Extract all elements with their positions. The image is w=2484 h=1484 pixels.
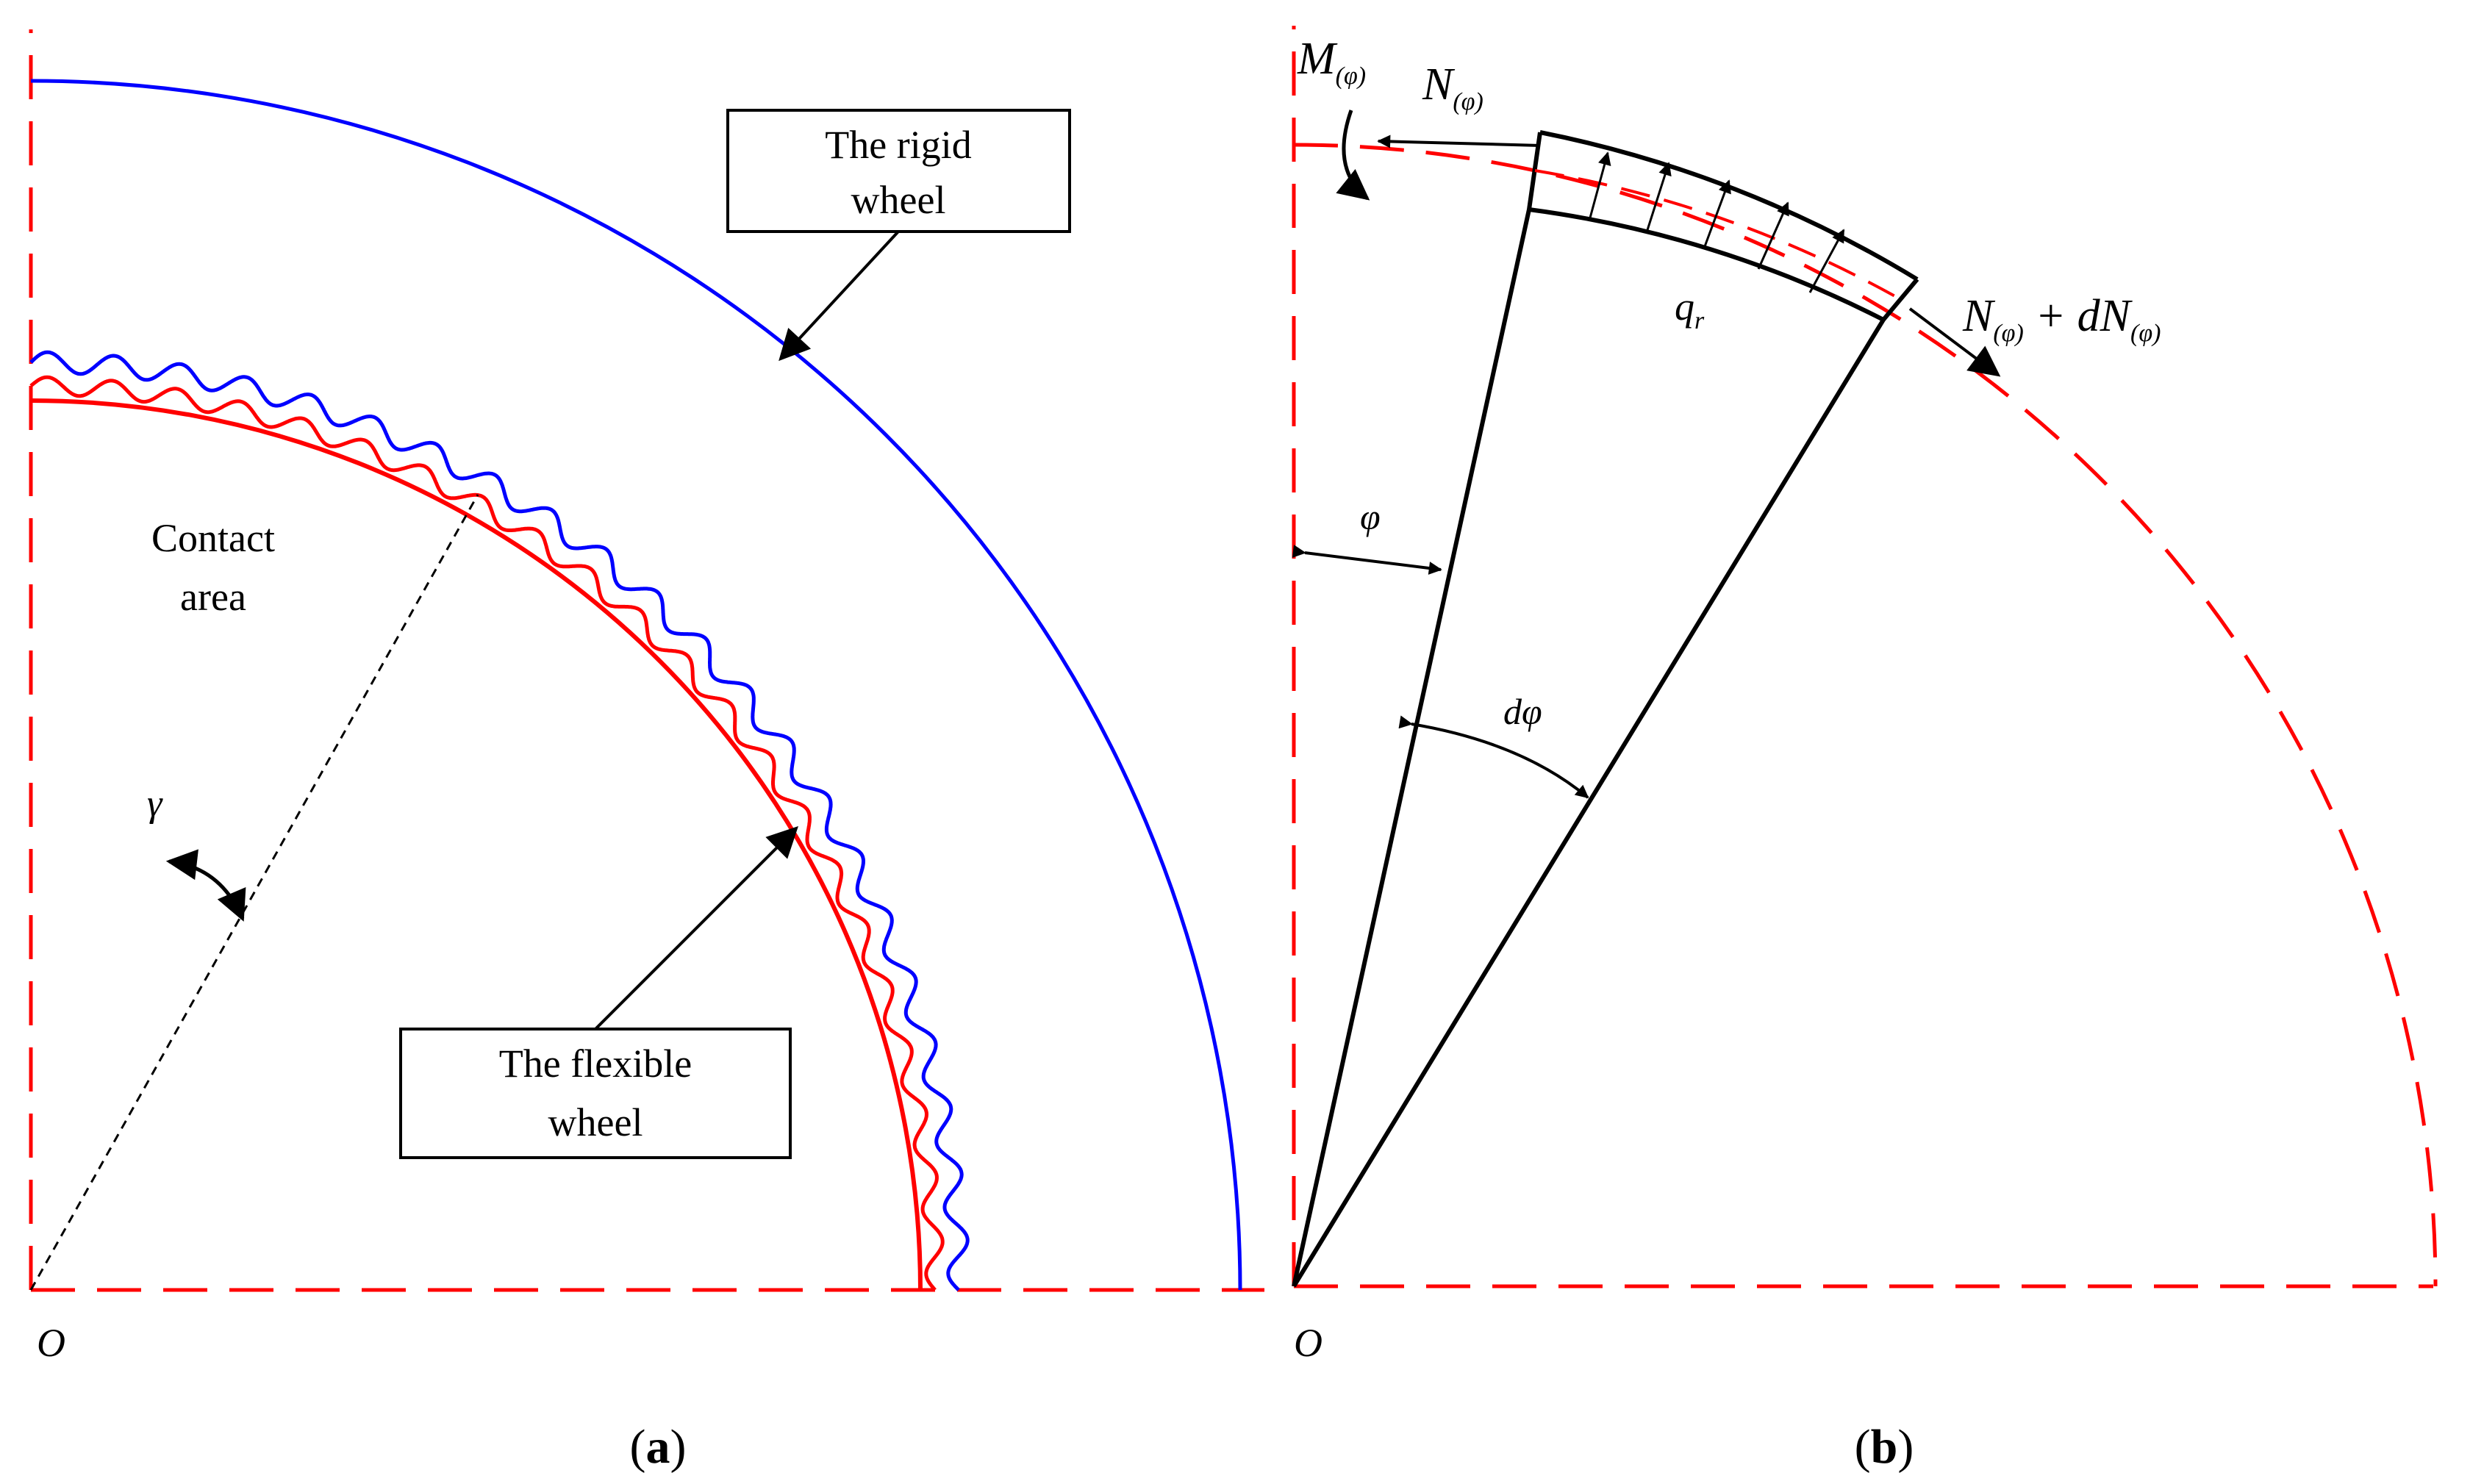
element-inner-arc (1528, 207, 1885, 322)
flexible-wheel-teeth (29, 375, 945, 1291)
load-arrow (1703, 179, 1731, 249)
rigid-wheel-arc (30, 79, 1242, 1291)
flexible-wheel-arc (30, 398, 923, 1291)
panel-b-label: (b) (1855, 1420, 1914, 1474)
rigid-wheel-label-line1: The rigid (825, 123, 971, 167)
normal-force-end-label: N(φ) + dN(φ) (1962, 291, 2161, 347)
load-arrow (1588, 151, 1611, 221)
load-label: qr (1675, 284, 1705, 334)
phi-label: φ (1360, 496, 1381, 537)
element-side-right (1881, 278, 1919, 321)
rigid-wheel-label-line2: wheel (851, 178, 946, 222)
sector-edge-right (1292, 318, 1886, 1288)
contact-area-line2: area (180, 575, 246, 619)
contact-radius-line (29, 494, 479, 1291)
dphi-label: dφ (1503, 691, 1542, 732)
normal-force-arrow (1377, 135, 1541, 148)
sector-edge-left (1292, 209, 1531, 1287)
neutral-arc (1293, 143, 2438, 1287)
panel-a-origin: O (37, 1321, 65, 1365)
moment-arrow (1336, 110, 1370, 201)
panel-b: qr M(φ) N(φ) N(φ) + dN(φ) φ dφ O (b) (1292, 26, 2438, 1474)
moment-label: M(φ) (1297, 34, 1366, 90)
panel-a-label: (a) (630, 1420, 687, 1474)
panel-a: γ Contact area The rigid wheel The flexi… (29, 29, 1264, 1474)
contact-area-line1: Contact (151, 516, 275, 560)
rigid-wheel-label-box (726, 109, 1071, 233)
flexible-wheel-pointer (594, 826, 798, 1030)
gamma-angle-arrow (165, 849, 246, 922)
element-outer-arc (1539, 130, 1919, 282)
load-arrow (1645, 162, 1672, 233)
gamma-label: γ (147, 783, 163, 825)
normal-force-end-arrow (1908, 307, 2001, 377)
panel-b-origin: O (1294, 1321, 1322, 1365)
load-arrows (1588, 151, 1845, 293)
dphi-angle-arrow (1398, 715, 1589, 799)
normal-force-label: N(φ) (1422, 60, 1483, 115)
load-arrow (1808, 229, 1845, 293)
rigid-wheel-teeth (29, 350, 970, 1291)
flexible-wheel-label-line2: wheel (548, 1100, 643, 1144)
load-arrow (1757, 201, 1789, 270)
flexible-wheel-label-line1: The flexible (499, 1042, 692, 1086)
rigid-wheel-pointer (779, 230, 900, 362)
element-mid-arc (1534, 169, 1901, 301)
phi-angle-arrow (1292, 545, 1442, 575)
